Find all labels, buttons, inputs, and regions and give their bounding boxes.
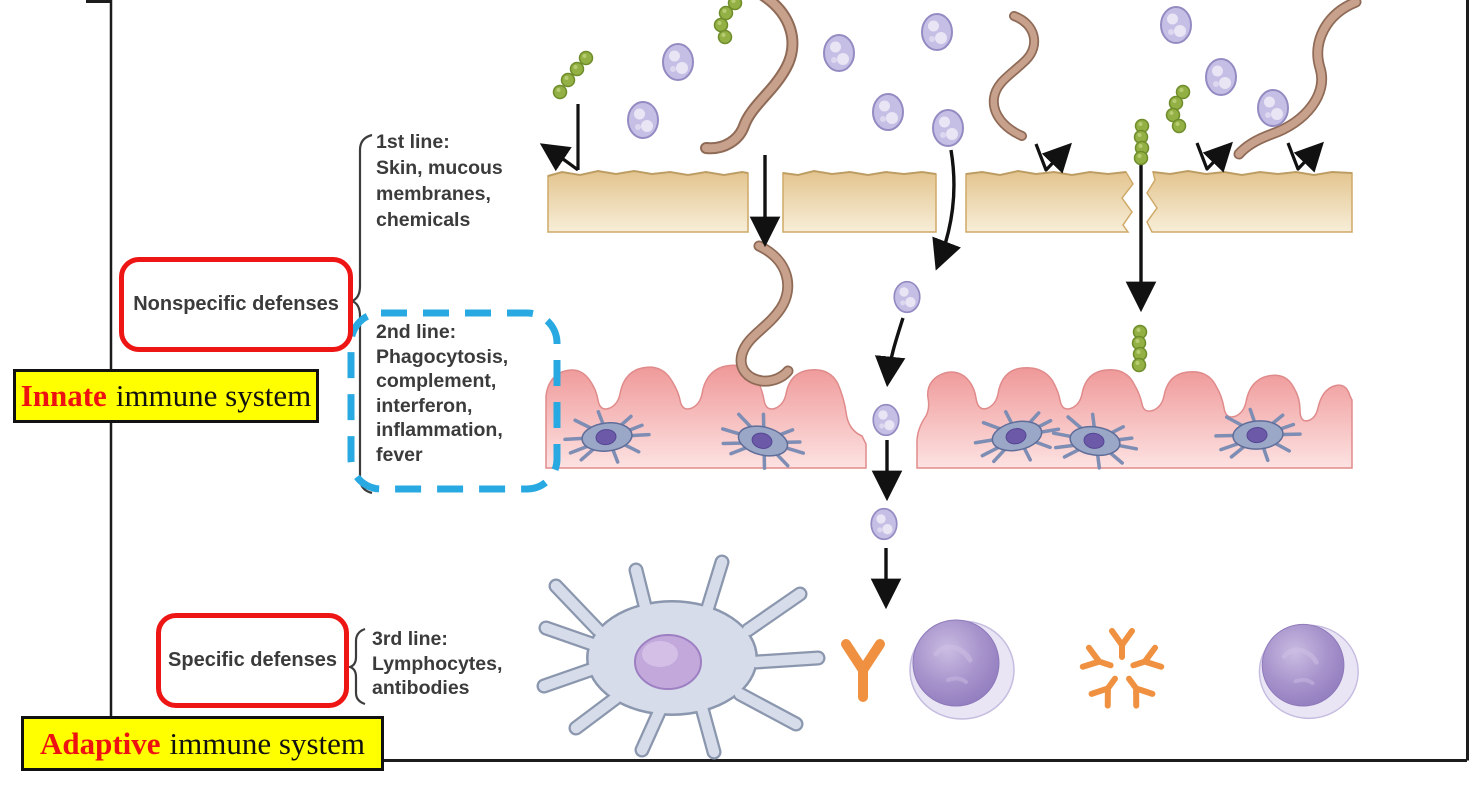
penetration-arrow: [749, 149, 1157, 610]
skin-barrier-layer: [547, 169, 1353, 233]
antibody-y-icon: [841, 639, 885, 702]
nonspecific-defenses-box: Nonspecific defenses: [119, 257, 353, 352]
mucous-tissue-layer: [545, 364, 1353, 479]
innate-emphasis: Innate: [20, 378, 107, 413]
second-line-dashed-box: [347, 309, 561, 493]
parasitic-worm-icon: [700, 0, 1362, 387]
adaptive-rest: immune system: [169, 725, 366, 761]
third-line-label: 3rd line: Lymphocytes, antibodies: [372, 628, 503, 699]
third-line-title: 3rd line:: [372, 628, 448, 650]
first-line-label: 1st line: Skin, mucous membranes, chemic…: [376, 131, 503, 231]
nonspecific-defenses-label: Nonspecific defenses: [133, 293, 339, 315]
deflection-arrow: [539, 104, 1324, 174]
first-line-title: 1st line:: [376, 131, 450, 153]
second-line-title: 2nd line:: [376, 321, 457, 343]
phagocyte-icon: [536, 554, 826, 760]
second-line-label: 2nd line: Phagocytosis, complement, inte…: [376, 321, 509, 466]
adaptive-emphasis: Adaptive: [39, 725, 161, 761]
specific-defenses-label: Specific defenses: [168, 649, 337, 671]
specific-defenses-box: Specific defenses: [156, 613, 349, 708]
antibody-complex-ring-icon: [1083, 631, 1161, 706]
innate-rest: immune system: [115, 378, 312, 413]
